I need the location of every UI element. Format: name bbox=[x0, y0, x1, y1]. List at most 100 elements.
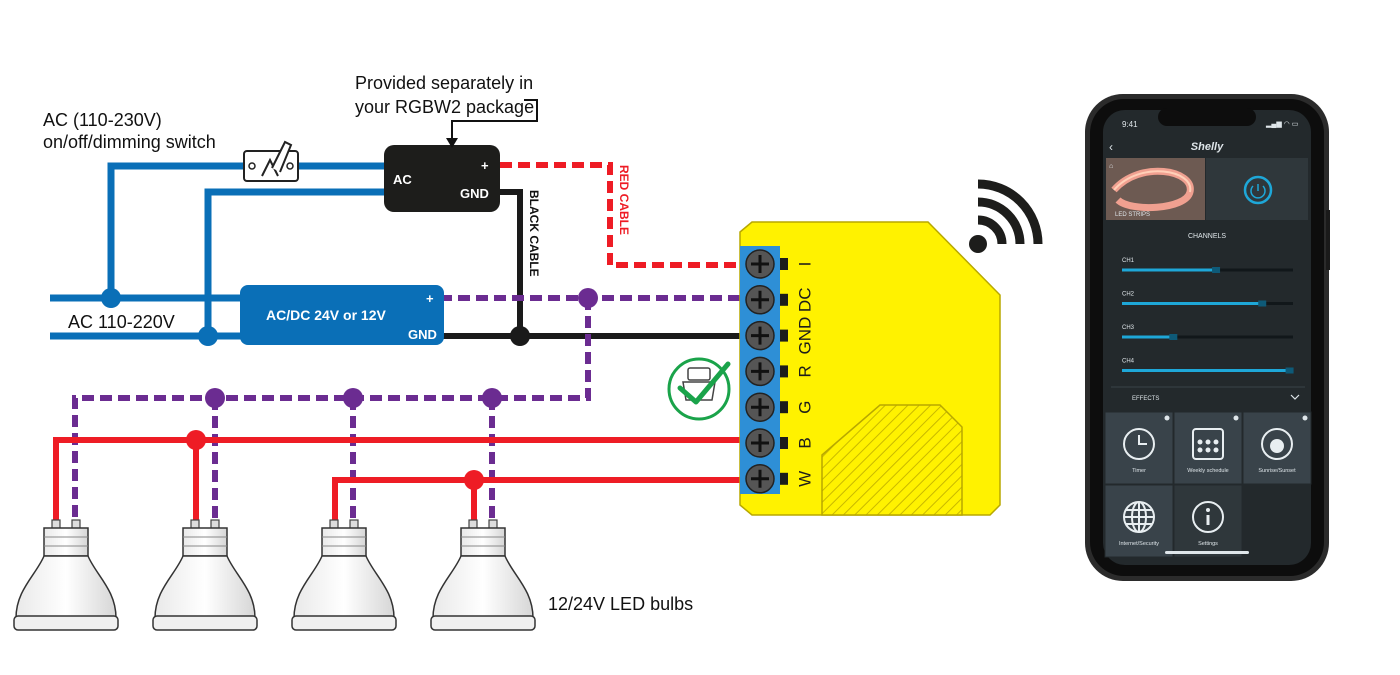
junction-dot bbox=[464, 470, 484, 490]
terminal-r: R bbox=[745, 356, 814, 387]
red-cable-label: RED CABLE bbox=[617, 165, 631, 235]
tile-label: Internet/Security bbox=[1119, 541, 1159, 547]
tile-calendar[interactable]: Weekly schedule bbox=[1173, 411, 1243, 485]
tile-label: Sunrise/Sunset bbox=[1258, 468, 1296, 474]
junction-dot bbox=[198, 326, 218, 346]
tile-label: Settings bbox=[1198, 541, 1218, 547]
terminal-label: R bbox=[795, 365, 814, 377]
led-bulb-icon bbox=[152, 519, 258, 631]
provided-separately-label-line1: Provided separately in bbox=[355, 73, 533, 93]
ac-mains-label: AC 110-220V bbox=[68, 312, 175, 332]
output-wires bbox=[53, 437, 745, 525]
tile-label: Weekly schedule bbox=[1187, 468, 1228, 474]
back-arrow-icon[interactable]: ‹ bbox=[1109, 140, 1113, 154]
terminal-i: I bbox=[745, 249, 814, 279]
smartphone: 9:41 ▂▄▆ ◠ ▭ ‹ Shelly ⌂ LED STRIPS CHANN… bbox=[1085, 94, 1330, 581]
callout-arrow-icon bbox=[446, 138, 458, 148]
info-icon bbox=[1192, 501, 1224, 533]
junction-dot bbox=[482, 388, 502, 408]
calendar-icon bbox=[1192, 428, 1224, 460]
terminal-dc: DC bbox=[745, 285, 814, 315]
terminal-g: G bbox=[745, 392, 814, 422]
compatible-check-icon bbox=[667, 357, 731, 421]
b-output-wire bbox=[53, 437, 745, 525]
junction-dot bbox=[510, 326, 530, 346]
channels-title: CHANNELS bbox=[1188, 233, 1226, 240]
phone-time: 9:41 bbox=[1122, 120, 1138, 129]
channel-slider-4[interactable]: CH4 bbox=[1122, 359, 1294, 374]
channel-label: CH3 bbox=[1122, 325, 1135, 331]
terminal-label: W bbox=[795, 471, 814, 487]
psu-gnd-label: GND bbox=[408, 327, 437, 342]
sunrise-icon bbox=[1261, 428, 1293, 460]
channel-label: CH2 bbox=[1122, 292, 1135, 298]
device-hatched-area bbox=[821, 404, 963, 516]
channel-label: CH4 bbox=[1122, 359, 1135, 365]
terminal-label: B bbox=[795, 437, 814, 448]
terminal-w: W bbox=[745, 464, 814, 494]
adapter-neutral-wire bbox=[204, 188, 385, 336]
provided-separately-label-line2: your RGBW2 package bbox=[355, 97, 534, 117]
junction-dot bbox=[343, 388, 363, 408]
brand-logo: Shelly bbox=[1191, 141, 1224, 153]
home-indicator bbox=[1165, 551, 1249, 554]
home-icon: ⌂ bbox=[1109, 163, 1113, 170]
channel-slider-3[interactable]: CH3 bbox=[1122, 325, 1293, 340]
junction-dot bbox=[101, 288, 121, 308]
ac-dc-power-supply: AC/DC 24V or 12V + GND bbox=[240, 285, 444, 345]
slider-handle[interactable] bbox=[1169, 334, 1178, 340]
channel-label: CH1 bbox=[1122, 258, 1135, 264]
tile-clock[interactable]: Timer bbox=[1104, 411, 1174, 485]
slider-handle[interactable] bbox=[1258, 300, 1267, 307]
adapter-plus-label: + bbox=[481, 158, 489, 173]
tile-sunrise[interactable]: Sunrise/Sunset bbox=[1242, 411, 1312, 485]
tile-info[interactable]: Settings bbox=[1173, 484, 1243, 558]
led-bulb-icon bbox=[430, 519, 536, 631]
rgbw2-device: I DC GND R G B W bbox=[739, 221, 1001, 516]
black-cable-wire bbox=[440, 189, 745, 339]
effects-label[interactable]: EFFECTS bbox=[1132, 396, 1159, 402]
switch-label-line1: AC (110-230V) bbox=[43, 110, 162, 130]
switch-wire bbox=[107, 162, 385, 298]
phone-status-icons: ▂▄▆ ◠ ▭ bbox=[1265, 121, 1298, 129]
power-tile[interactable] bbox=[1206, 158, 1308, 220]
terminal-label: G bbox=[795, 401, 814, 414]
power-button-icon[interactable] bbox=[1243, 175, 1273, 205]
clock-icon bbox=[1123, 428, 1155, 460]
led-bulb-icon bbox=[291, 519, 397, 631]
red-cable-wire bbox=[500, 162, 745, 268]
tile-label: Timer bbox=[1132, 468, 1146, 474]
wall-switch-icon bbox=[243, 140, 299, 182]
phone-notch bbox=[1158, 108, 1256, 126]
adapter-gnd-label: GND bbox=[460, 186, 489, 201]
terminal-gnd: GND bbox=[745, 317, 814, 355]
channel-slider-2[interactable]: CH2 bbox=[1122, 292, 1293, 307]
wifi-icon bbox=[969, 179, 1043, 253]
chevron-down-icon[interactable] bbox=[1290, 394, 1300, 400]
led-bulbs-label: 12/24V LED bulbs bbox=[548, 594, 693, 614]
adapter-ac-label: AC bbox=[393, 172, 412, 187]
led-bulb-icon bbox=[13, 519, 119, 631]
slider-handle[interactable] bbox=[1285, 367, 1294, 374]
channel-slider-1[interactable]: CH1 bbox=[1122, 258, 1293, 273]
junction-dot bbox=[186, 430, 206, 450]
terminal-label: DC bbox=[795, 288, 814, 313]
ac-adapter: AC + GND bbox=[384, 145, 500, 212]
terminal-label: I bbox=[795, 262, 814, 267]
psu-title: AC/DC 24V or 12V bbox=[266, 307, 386, 323]
callout-line bbox=[451, 99, 538, 140]
junction-dot bbox=[205, 388, 225, 408]
switch-label-line2: on/off/dimming switch bbox=[43, 132, 216, 152]
terminal-label: GND bbox=[795, 317, 814, 355]
black-cable-label: BLACK CABLE bbox=[527, 190, 541, 277]
terminal-b: B bbox=[745, 428, 814, 458]
psu-plus-label: + bbox=[426, 291, 434, 306]
dc-bus-wire bbox=[72, 298, 591, 525]
tile-label: LED STRIPS bbox=[1115, 212, 1150, 218]
globe-icon bbox=[1123, 501, 1155, 533]
junction-dot bbox=[578, 288, 598, 308]
w-output-wire bbox=[332, 477, 745, 525]
slider-handle[interactable] bbox=[1212, 267, 1221, 273]
tile-globe[interactable]: Internet/Security bbox=[1104, 484, 1174, 558]
